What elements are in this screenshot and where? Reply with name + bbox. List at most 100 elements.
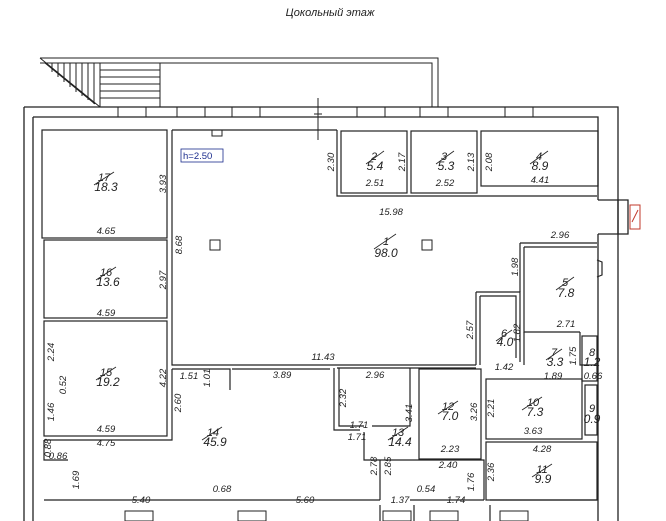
dim-2-60: 2.60 (173, 393, 184, 413)
svg-text:3: 3 (441, 151, 448, 163)
dim-5-60: 5.60 (296, 495, 315, 506)
dim-2-36: 2.36 (486, 462, 497, 482)
room-4-label: 48.9 (529, 150, 549, 173)
dim-2-40: 2.40 (438, 460, 458, 471)
dim-8-68: 8.68 (174, 235, 185, 254)
svg-text:7.8: 7.8 (558, 286, 575, 300)
svg-text:9.9: 9.9 (535, 472, 552, 486)
svg-text:6: 6 (501, 328, 508, 340)
room-10-label: 107.3 (521, 396, 544, 419)
dim-0-52: 0.52 (58, 375, 69, 394)
dim-15-98: 15.98 (379, 207, 403, 218)
svg-text:8: 8 (589, 347, 596, 359)
svg-text:3.3: 3.3 (547, 355, 564, 369)
dim-2-21: 2.21 (486, 399, 497, 419)
svg-text:5.3: 5.3 (438, 159, 455, 173)
dim-1-82: 1.82 (512, 323, 523, 342)
dim-1-46: 1.46 (46, 402, 57, 421)
svg-text:98.0: 98.0 (374, 246, 398, 260)
svg-text:2: 2 (370, 151, 377, 163)
dim-0-88: 0.88 (43, 438, 54, 457)
interior-walls (41, 129, 603, 521)
dim-4-41: 4.41 (531, 175, 550, 186)
room-14-label: 1445.9 (201, 426, 227, 449)
dim-0-54: 0.54 (417, 484, 436, 495)
ceiling-height-label: h=2.50 (183, 151, 212, 162)
dim-2-17: 2.17 (397, 152, 408, 172)
svg-text:9: 9 (589, 403, 595, 415)
staircase (39, 57, 439, 108)
room-7-label: 73.3 (545, 347, 564, 369)
dim-3-63: 3.63 (524, 426, 543, 437)
dim-2-85: 2.85 (383, 456, 394, 476)
dim-3-41: 3.41 (404, 404, 415, 423)
dim-2-30: 2.30 (326, 152, 337, 172)
svg-text:7: 7 (551, 347, 558, 359)
dim-2-32: 2.32 (338, 388, 349, 408)
windows (117, 106, 629, 521)
room-labels: 198.0 25.4 35.3 48.9 57.8 64.0 73.3 81.2… (93, 150, 601, 486)
svg-text:5.4: 5.4 (367, 159, 384, 173)
dim-1-76: 1.76 (466, 472, 477, 491)
dim-4-65: 4.65 (97, 226, 116, 237)
dim-0-86: 0.86 (49, 451, 68, 462)
dim-1-71-a: 1.71 (350, 420, 369, 431)
svg-text:13.6: 13.6 (96, 275, 120, 289)
svg-text:8.9: 8.9 (532, 159, 549, 173)
exterior-walls (23, 106, 629, 521)
dim-2-51: 2.51 (365, 178, 385, 189)
dim-1-71-b: 1.71 (348, 432, 367, 443)
dim-0-68: 0.68 (213, 484, 232, 495)
dim-4-59-a: 4.59 (97, 308, 116, 319)
dim-11-43: 11.43 (311, 352, 335, 363)
dim-1-98: 1.98 (510, 257, 521, 276)
dim-4-75: 4.75 (97, 438, 116, 449)
dim-1-74: 1.74 (447, 495, 466, 506)
dim-1-51: 1.51 (180, 371, 199, 382)
dim-2-23: 2.23 (440, 444, 460, 455)
dim-3-89: 3.89 (273, 370, 292, 381)
svg-text:7.0: 7.0 (442, 409, 459, 423)
svg-text:0.9: 0.9 (584, 412, 601, 426)
svg-text:1: 1 (383, 236, 389, 248)
svg-text:14.4: 14.4 (388, 435, 412, 449)
dim-1-42: 1.42 (495, 362, 514, 373)
dim-2-96-a: 2.96 (365, 370, 385, 381)
plan-title: Цокольный этаж (286, 7, 375, 19)
room-8-label: 81.2 (584, 347, 601, 369)
ceiling-height-box (180, 148, 224, 163)
dim-2-13: 2.13 (466, 152, 477, 172)
dim-2-52: 2.52 (435, 178, 455, 189)
room-12-label: 127.0 (437, 400, 459, 423)
room-2-label: 25.4 (365, 150, 385, 173)
dim-1-37: 1.37 (391, 495, 410, 506)
room-1-label: 198.0 (373, 233, 398, 260)
svg-text:4.0: 4.0 (497, 335, 514, 349)
dim-1-89: 1.89 (544, 371, 563, 382)
dim-1-75: 1.75 (568, 346, 579, 365)
dim-2-96-b: 2.96 (550, 230, 570, 241)
dim-3-26: 3.26 (469, 402, 480, 421)
room-5-label: 57.8 (555, 276, 575, 300)
room-3-label: 35.3 (435, 150, 455, 173)
dim-4-22: 4.22 (158, 368, 169, 387)
room-6-label: 64.0 (495, 328, 514, 349)
room-9-label: 90.9 (584, 403, 601, 426)
dimension-labels: 2.30 2.17 2.13 2.08 2.51 2.52 4.41 15.98… (43, 152, 603, 506)
room-11-label: 119.9 (531, 463, 553, 486)
dim-2-97: 2.97 (158, 270, 169, 290)
doors (211, 98, 641, 230)
dim-2-57: 2.57 (465, 320, 476, 340)
svg-text:11: 11 (536, 464, 547, 476)
dim-2-78: 2.78 (369, 456, 380, 476)
columns (209, 239, 433, 251)
svg-text:7.3: 7.3 (527, 405, 544, 419)
dim-3-93: 3.93 (158, 174, 169, 193)
svg-text:45.9: 45.9 (203, 435, 227, 449)
dim-2-71: 2.71 (556, 319, 576, 330)
